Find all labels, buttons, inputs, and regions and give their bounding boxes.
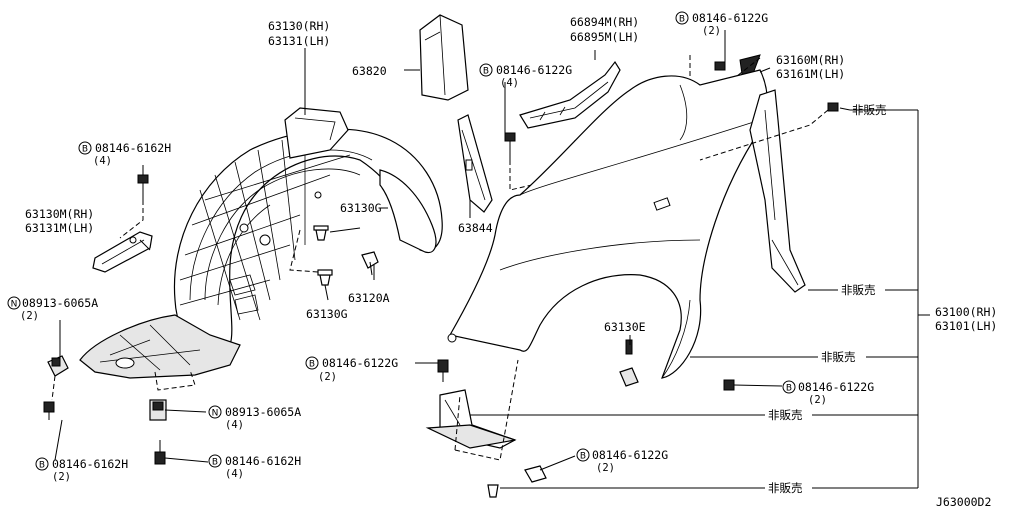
label-08146-6122g-top-qty: (2): [702, 25, 721, 37]
part-63820: [419, 14, 469, 101]
label-63130m-rh: 63130M(RH): [25, 207, 94, 221]
label-08146-6122g-low-code: 08146-6122G: [322, 356, 398, 370]
label-08146-6162h-bot-mid-code: 08146-6162H: [225, 454, 301, 468]
label-08146-6122g-mid-code: 08146-6122G: [496, 63, 572, 77]
front-fender: [447, 69, 769, 379]
label-08146-6122g-bot-code: 08146-6122G: [592, 448, 668, 462]
label-not-for-sale-4: 非販売: [768, 408, 803, 422]
svg-text:B: B: [212, 458, 218, 468]
nut-symbol-left-icon: N: [7, 296, 21, 310]
bolt-6122g-mid-icon: [504, 132, 516, 160]
svg-text:B: B: [483, 67, 489, 77]
bolt-symbol-bot-left-icon: B: [35, 457, 49, 471]
bolt-6122g-top-icon: [714, 61, 726, 71]
label-66894m-rh: 66894M(RH): [570, 15, 639, 29]
label-63120a: 63120A: [348, 291, 390, 305]
label-63161m-lh: 63161M(LH): [776, 67, 845, 81]
nut-08913-mid-icon: [149, 399, 167, 421]
label-08146-6122g-bot-qty: (2): [596, 462, 615, 474]
bracket-63130m: [92, 231, 153, 273]
label-08913-6065a-mid-code: 08913-6065A: [225, 405, 301, 419]
bolt-6122g-right-icon: [723, 379, 735, 391]
label-63130-rh: 63130(RH): [268, 19, 330, 33]
diagram-code: J63000D2: [936, 495, 991, 509]
label-08146-6162h-bot-left-qty: (2): [52, 471, 71, 483]
label-08146-6122g-right-qty: (2): [808, 394, 827, 406]
label-66895m-lh: 66895M(LH): [570, 30, 639, 44]
label-08146-6122g-right-code: 08146-6122G: [798, 380, 874, 394]
svg-text:B: B: [39, 461, 45, 471]
label-not-for-sale-3: 非販売: [821, 350, 856, 364]
label-08146-6162h-bot-left-code: 08146-6162H: [52, 457, 128, 471]
label-08146-6122g-mid-qty: (4): [500, 77, 519, 89]
part-63844: [457, 114, 493, 213]
nut-08913-left-icon: [47, 355, 69, 377]
label-63131-lh: 63131(LH): [268, 34, 330, 48]
label-63130e: 63130E: [604, 320, 646, 334]
label-not-for-sale-2: 非販売: [841, 283, 876, 297]
svg-text:B: B: [580, 452, 586, 462]
bolt-symbol-low-icon: B: [305, 356, 319, 370]
label-08146-6162h-top-qty: (4): [93, 155, 112, 167]
svg-text:N: N: [212, 409, 219, 419]
label-63130g-b: 63130G: [306, 307, 348, 321]
clip-63130g-a-icon: [313, 225, 329, 241]
bolt-symbol-bot-icon: B: [576, 448, 590, 462]
bolt-symbol-top-icon: B: [675, 11, 689, 25]
label-63844: 63844: [458, 221, 493, 235]
label-not-for-sale-5: 非販売: [768, 481, 803, 495]
label-08146-6162h-bot-mid-qty: (4): [225, 468, 244, 480]
part-66894m: [519, 60, 621, 129]
svg-text:N: N: [11, 300, 18, 310]
label-63100-rh: 63100(RH): [935, 305, 997, 319]
clip-63130e-icon: [619, 339, 639, 387]
label-63820: 63820: [352, 64, 387, 78]
leader-lines: [54, 30, 918, 489]
label-63130g-a: 63130G: [340, 201, 382, 215]
part-fender-seal: [749, 89, 806, 293]
label-08913-6065a-left-qty: (2): [20, 310, 39, 322]
clip-63130g-b-icon: [317, 269, 333, 286]
screw-6162h-top-icon: [137, 174, 149, 200]
clip-bottom-icon: [487, 484, 499, 498]
clip-63120a-icon: [361, 251, 379, 276]
label-08913-6065a-left-code: 08913-6065A: [22, 296, 98, 310]
label-63131m-lh: 63131M(LH): [25, 221, 94, 235]
bolt-6122g-low-icon: [437, 359, 449, 382]
clip-top-right-icon: [827, 102, 839, 112]
bolt-symbol-mid-icon: B: [479, 63, 493, 77]
screw-6162h-bot-left-icon: [43, 401, 55, 420]
bolt-symbol-bot-mid-icon: B: [208, 454, 222, 468]
svg-text:B: B: [82, 145, 88, 155]
nut-symbol-mid-icon: N: [208, 405, 222, 419]
screw-6162h-bot-mid-icon: [154, 440, 166, 465]
label-08146-6122g-low-qty: (2): [318, 371, 337, 383]
svg-text:B: B: [786, 384, 792, 394]
lower-bracket: [425, 389, 517, 449]
label-08913-6065a-mid-qty: (4): [225, 419, 244, 431]
label-08146-6162h-top-code: 08146-6162H: [95, 141, 171, 155]
fender-liner: [79, 107, 443, 379]
svg-text:B: B: [679, 15, 685, 25]
label-08146-6122g-top-code: 08146-6122G: [692, 11, 768, 25]
bolt-symbol-right-icon: B: [782, 380, 796, 394]
label-not-for-sale-1: 非販売: [852, 103, 887, 117]
label-63101-lh: 63101(LH): [935, 319, 997, 333]
bolt-symbol-6162h-top-icon: B: [78, 141, 92, 155]
svg-text:B: B: [309, 360, 315, 370]
label-63160m-rh: 63160M(RH): [776, 53, 845, 67]
